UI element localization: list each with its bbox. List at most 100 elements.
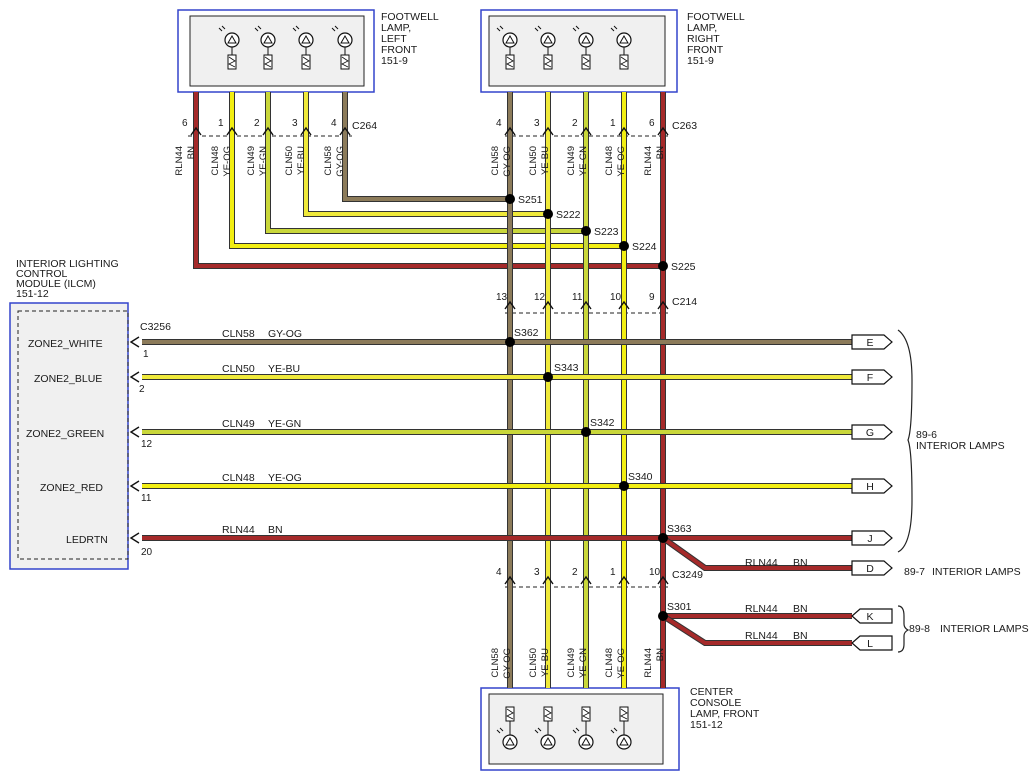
brace-group3 xyxy=(897,605,910,653)
console-lamp-line-4: 151-12 xyxy=(690,719,723,731)
c214-pin-num-2: 12 xyxy=(534,292,546,303)
c263-pin-arrow-2 xyxy=(542,126,554,136)
splice-s223-label: S223 xyxy=(594,226,619,238)
right-label-1-code: GY-OG xyxy=(502,146,513,177)
lamp-right-1 xyxy=(496,25,518,70)
ilcm-title-4: 151-12 xyxy=(16,288,49,300)
footwell-right-line-2: LAMP, xyxy=(687,22,717,34)
ilcm-pin-label-5: LEDRTN xyxy=(66,534,108,546)
c3249-pin-arrow-2 xyxy=(542,575,554,585)
wire-branch-d xyxy=(661,535,852,571)
ilcm-wire-circuit-1: CLN58 xyxy=(222,328,255,340)
left-label-4-code: YE-BU xyxy=(296,146,307,175)
output-g-letter: G xyxy=(866,427,874,439)
lamp-left-1 xyxy=(218,25,240,70)
ilcm-pin-num-4: 11 xyxy=(141,493,152,504)
group2-text: INTERIOR LAMPS xyxy=(932,566,1021,578)
right-label-3-circuit: CLN49 xyxy=(566,146,577,176)
footwell-left-line-5: 151-9 xyxy=(381,55,408,67)
c3249-pin-arrow-1 xyxy=(504,575,516,585)
right-label-5-circuit: RLN44 xyxy=(643,146,654,176)
c263-pin-arrow-4 xyxy=(618,126,630,136)
c3249-pin-arrow-5 xyxy=(657,575,669,585)
c263-pin-num-1: 4 xyxy=(496,118,502,129)
footwell-right-line-1: FOOTWELL xyxy=(687,11,745,23)
c264-pin-num-2: 1 xyxy=(218,118,224,129)
c214-pin-arrow-4 xyxy=(618,300,630,310)
ilcm-wire-code-5: BN xyxy=(268,524,283,536)
connector-c263: C263 xyxy=(672,120,697,132)
splice-s251-dot xyxy=(505,194,515,204)
ilcm-wire-circuit-2: CLN50 xyxy=(222,363,255,375)
console-lamp-line-3: LAMP, FRONT xyxy=(690,708,760,720)
ilcm-wire-circuit-3: CLN49 xyxy=(222,418,255,430)
c3249-pin-num-2: 3 xyxy=(534,567,540,578)
output-d-shape xyxy=(851,560,893,576)
brace-group1 xyxy=(897,329,913,553)
splice-s301-label: S301 xyxy=(667,601,692,613)
c3249-pin-num-4: 1 xyxy=(610,567,616,578)
splice-s251-label: S251 xyxy=(518,194,543,206)
right-label-2-circuit: CLN50 xyxy=(528,146,539,176)
ilcm-wire-circuit-4: CLN48 xyxy=(222,472,255,484)
bottom-label-4-code: YE-OG xyxy=(616,648,627,679)
lamp-console-4 xyxy=(610,706,632,750)
c263-pin-arrow-1 xyxy=(504,126,516,136)
console-lamp-line-1: CENTER xyxy=(690,686,734,698)
output-k-shape xyxy=(851,608,893,624)
group3-circuit-a: RLN44 xyxy=(745,603,778,615)
ilcm-title-1: INTERIOR LIGHTING xyxy=(16,258,119,270)
c214-pin-arrow-1 xyxy=(504,300,516,310)
wire-cln58-left xyxy=(342,92,510,202)
footwell-lamp-right: FOOTWELL LAMP, RIGHT FRONT 151-9 xyxy=(480,9,745,93)
bottom-label-2-circuit: CLN50 xyxy=(528,648,539,678)
footwell-left-line-3: LEFT xyxy=(381,33,407,45)
right-label-2-code: YE-BU xyxy=(540,146,551,175)
ilcm-connector-label: C3256 xyxy=(140,321,171,333)
output-f-shape xyxy=(851,369,893,385)
splice-s222-label: S222 xyxy=(556,209,581,221)
lamp-right-4 xyxy=(610,25,632,70)
ilcm-pin-arrow-5 xyxy=(129,532,140,544)
bottom-label-1-code: GY-OG xyxy=(502,648,513,679)
left-label-3-circuit: CLN49 xyxy=(246,146,257,176)
output-e-letter: E xyxy=(866,337,873,349)
lamp-console-1 xyxy=(496,706,518,750)
c264-pin-arrow-2 xyxy=(226,126,238,136)
c264-pin-arrow-5 xyxy=(339,126,351,136)
footwell-left-line-4: FRONT xyxy=(381,44,418,56)
group2-code: BN xyxy=(793,557,808,569)
output-j-shape xyxy=(851,530,893,546)
splice-s363-label: S363 xyxy=(667,523,692,535)
output-l-shape xyxy=(851,635,893,651)
ilcm-pin-arrow-3 xyxy=(129,426,140,438)
right-label-1-circuit: CLN58 xyxy=(490,146,501,176)
c264-pin-arrow-4 xyxy=(300,126,312,136)
group1-text: INTERIOR LAMPS xyxy=(916,440,1005,452)
footwell-left-line-2: LAMP, xyxy=(381,22,411,34)
bottom-label-5-circuit: RLN44 xyxy=(643,648,654,678)
lamp-left-3 xyxy=(292,25,314,70)
c214-pin-num-4: 10 xyxy=(610,292,622,303)
c264-pin-num-1: 6 xyxy=(182,118,188,129)
ilcm-title-3: MODULE (ILCM) xyxy=(16,278,96,290)
lamp-right-2 xyxy=(534,25,556,70)
c263-pin-num-3: 2 xyxy=(572,118,578,129)
bottom-label-1-circuit: CLN58 xyxy=(490,648,501,678)
ilcm-wire-code-2: YE-BU xyxy=(268,363,300,375)
right-label-3-code: YE-GN xyxy=(578,146,589,176)
c214-pin-arrow-3 xyxy=(580,300,592,310)
ilcm-pin-num-2: 2 xyxy=(139,384,145,395)
lamp-left-2 xyxy=(254,25,276,70)
right-label-4-code: YE-OG xyxy=(616,146,627,177)
lamp-left-4 xyxy=(331,25,353,70)
connector-dash-lines xyxy=(188,135,668,588)
c263-pin-arrow-5 xyxy=(657,126,669,136)
c264-pin-arrow-1 xyxy=(190,126,202,136)
wire-cln49-left xyxy=(265,92,586,234)
left-label-5-code: GY-OG xyxy=(335,146,346,177)
splices: S251S222S223S224S225S362S343S342S340S363… xyxy=(505,194,696,621)
